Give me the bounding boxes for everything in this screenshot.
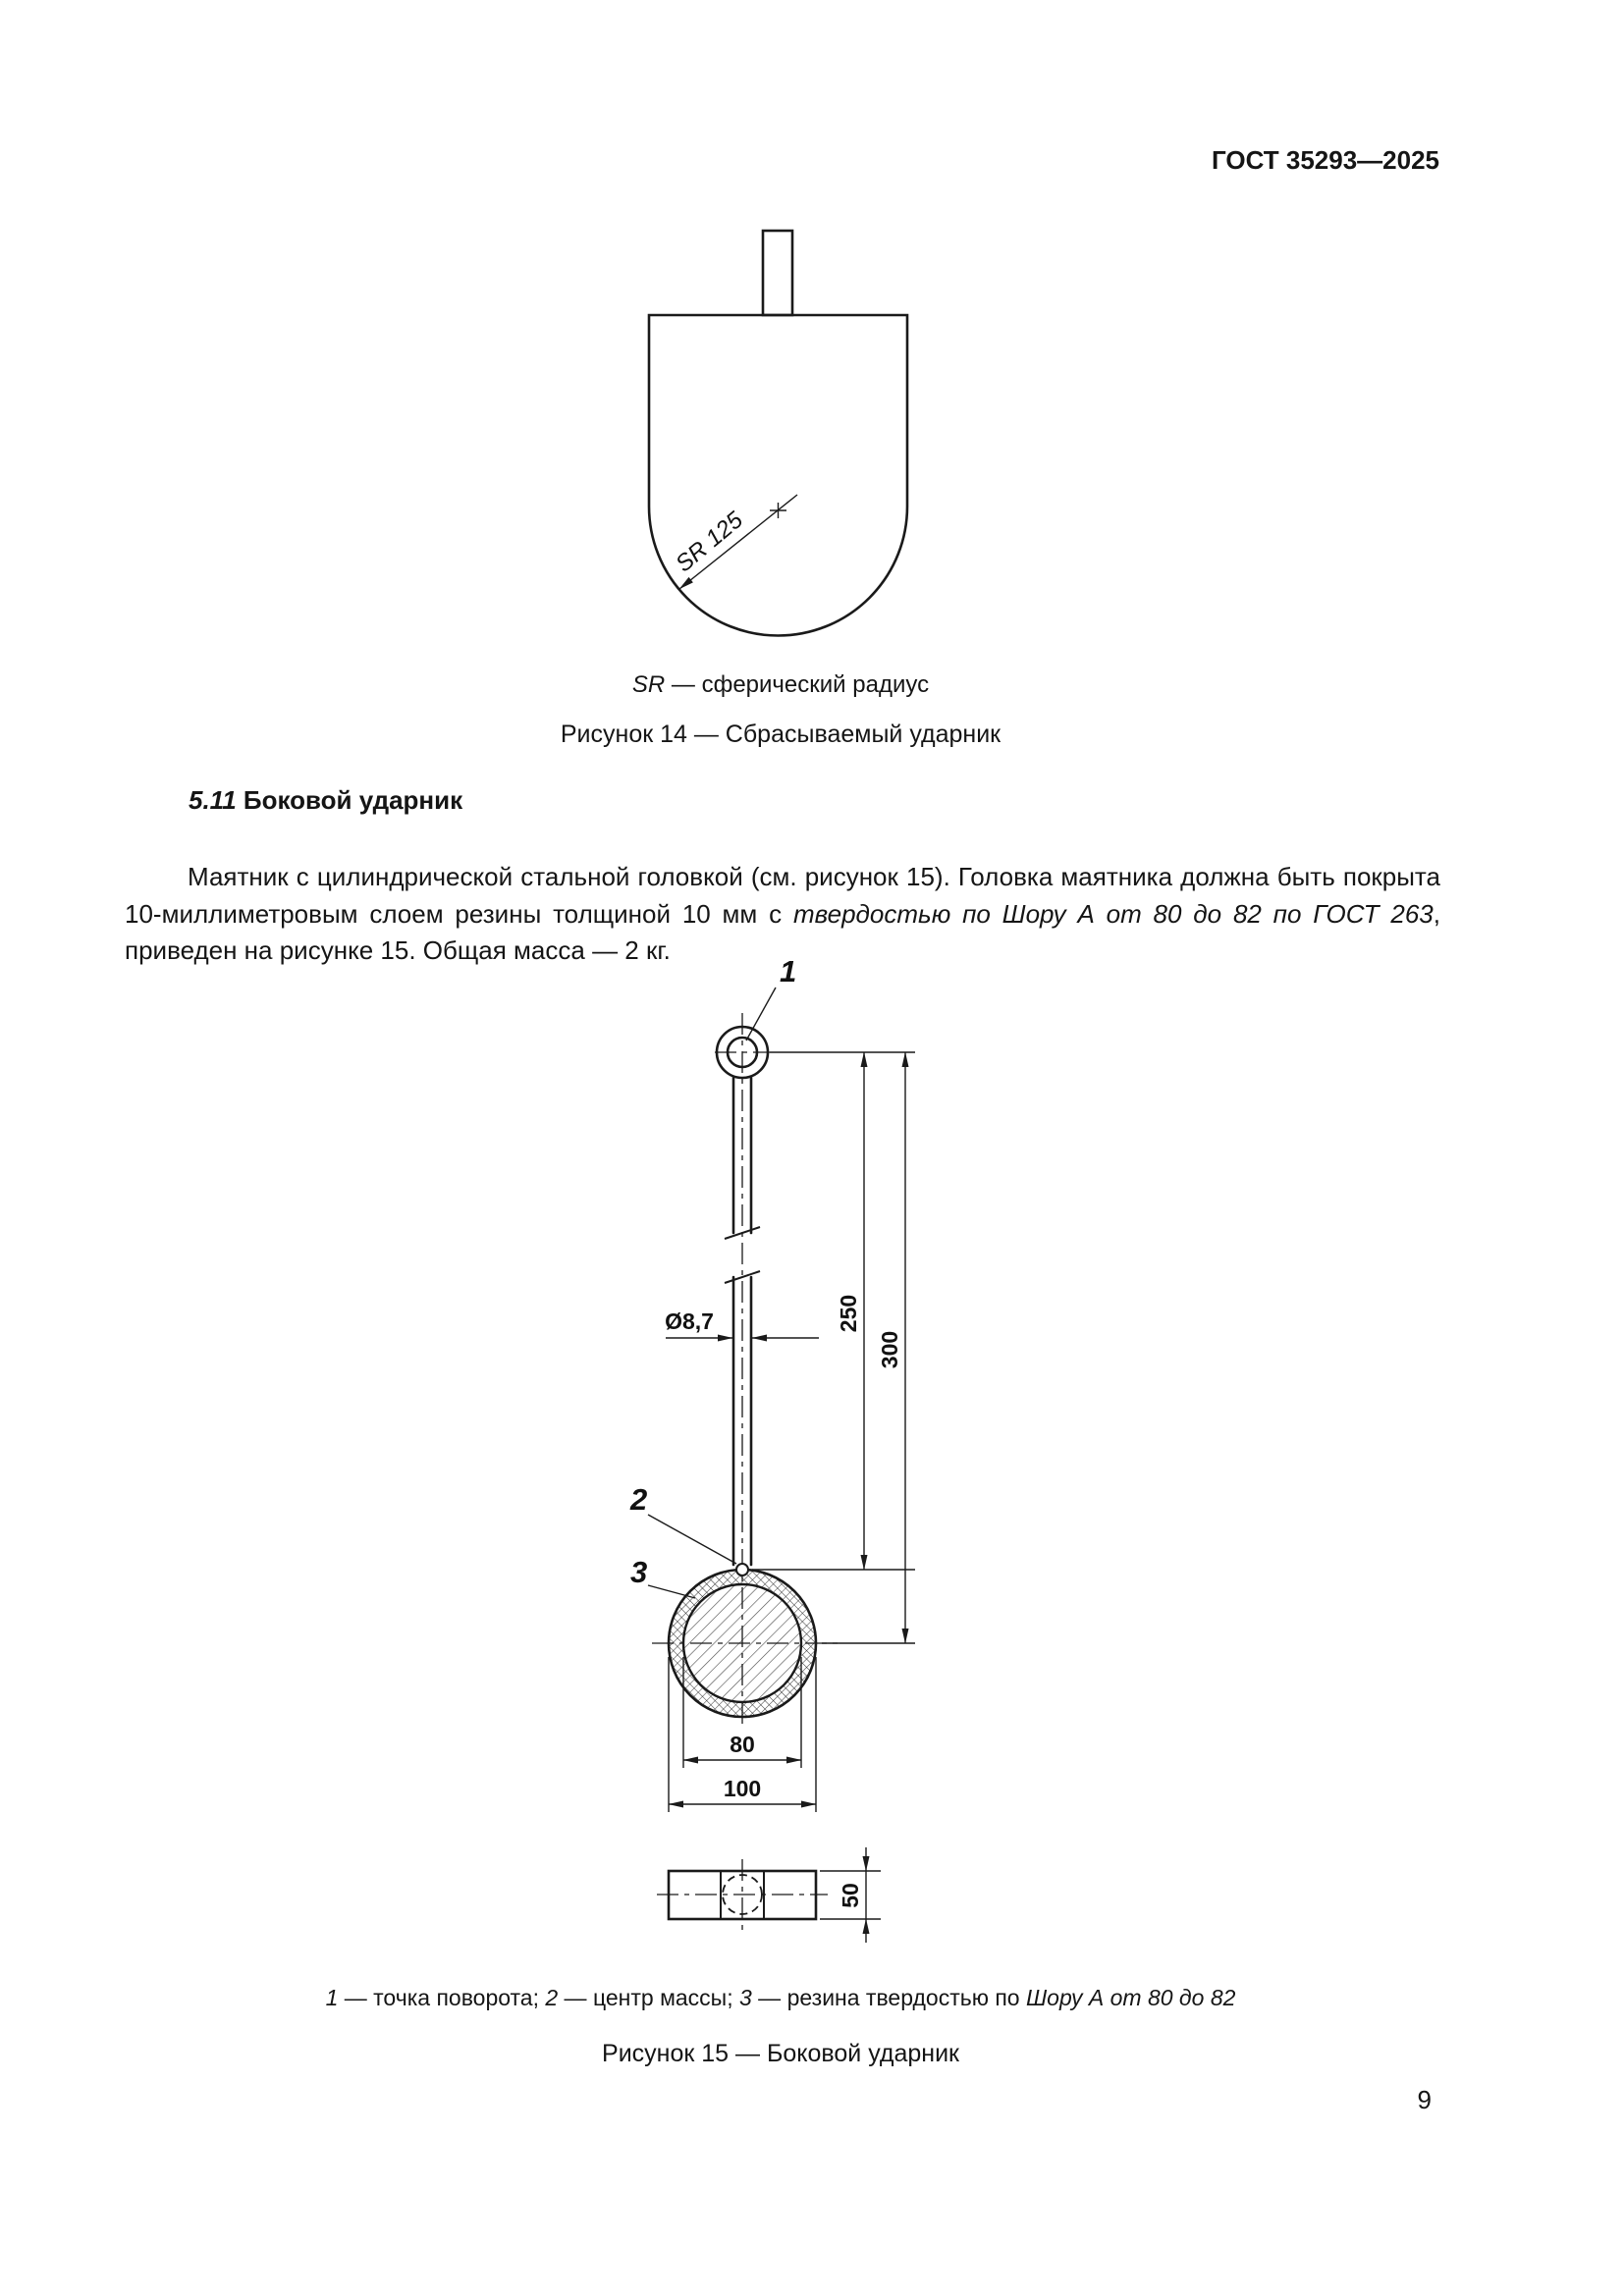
bottom-view: 50 [657, 1847, 881, 1943]
shaft-diameter-dim: Ø8,7 [665, 1308, 819, 1342]
figure-15-legend: 1 — точка поворота; 2 — центр массы; 3 —… [325, 1985, 1236, 2010]
legend-term: SR [631, 671, 666, 698]
figure-15-caption: Рисунок 15 — Боковой ударник [602, 2040, 959, 2067]
dim-250-label: 250 [836, 1295, 861, 1332]
svg-text:3: 3 [630, 1555, 647, 1589]
section-heading: 5.11 Боковой ударник [189, 785, 462, 816]
paragraph-part-3: , приведен на рисунке 15. Общая масса — … [125, 898, 1441, 966]
break-line [724, 1270, 761, 1284]
leader-line-1 [745, 987, 777, 1041]
dim-50-label: 50 [838, 1883, 863, 1908]
striker-body-outline [647, 313, 909, 637]
paragraph-part-italic: твердостью по Шору А от 80 до 82 по ГОСТ… [792, 898, 1434, 929]
dim-80-label: 80 [730, 1732, 755, 1757]
paragraph-part-1: Маятник с цилиндрической стальной головк… [125, 862, 1440, 929]
figure-14-caption: Рисунок 14 — Сбрасываемый ударник [560, 721, 1001, 748]
legend-num-3: 3 [739, 1985, 752, 2010]
legend-num-2: 2 [545, 1985, 559, 2010]
svg-text:2: 2 [629, 1482, 647, 1517]
dim-100: 100 [668, 1657, 817, 1812]
position-label-2: 2 [629, 1482, 737, 1565]
figure-14-legend: SR — сферический радиус [290, 671, 1272, 699]
section-title: Боковой ударник [236, 785, 463, 815]
striker-stem [761, 229, 794, 317]
sr-125-label: SR 125 [671, 507, 748, 578]
standard-header: ГОСТ 35293—2025 [1212, 145, 1439, 175]
position-label-1: 1 [745, 954, 796, 1041]
leader-line-2 [647, 1514, 737, 1565]
legend-text: — сферический радиус [665, 671, 930, 698]
legend-num-1: 1 [325, 1985, 339, 2010]
figure-15-drawing: 250 300 [629, 954, 915, 1943]
position-label-3: 3 [630, 1555, 696, 1599]
center-of-mass-marker [735, 1563, 749, 1576]
leader-line-3 [647, 1584, 696, 1599]
page-number: 9 [1417, 2085, 1432, 2114]
dim-80: 80 [682, 1657, 802, 1768]
sr-dimension-arrow [678, 494, 798, 590]
section-number: 5.11 [189, 785, 237, 815]
pendulum-shaft [724, 1076, 761, 1567]
legend-shore-range: Шору А от 80 до 82 [1026, 1985, 1236, 2010]
svg-text:1: 1 [780, 954, 796, 988]
shaft-diameter-label: Ø8,7 [665, 1308, 714, 1334]
body-paragraph: Маятник с цилиндрической стальной головк… [125, 859, 1440, 970]
dim-100-label: 100 [724, 1776, 761, 1801]
figure-14-drawing: SR 125 [647, 229, 909, 637]
dim-300-label: 300 [877, 1331, 902, 1368]
